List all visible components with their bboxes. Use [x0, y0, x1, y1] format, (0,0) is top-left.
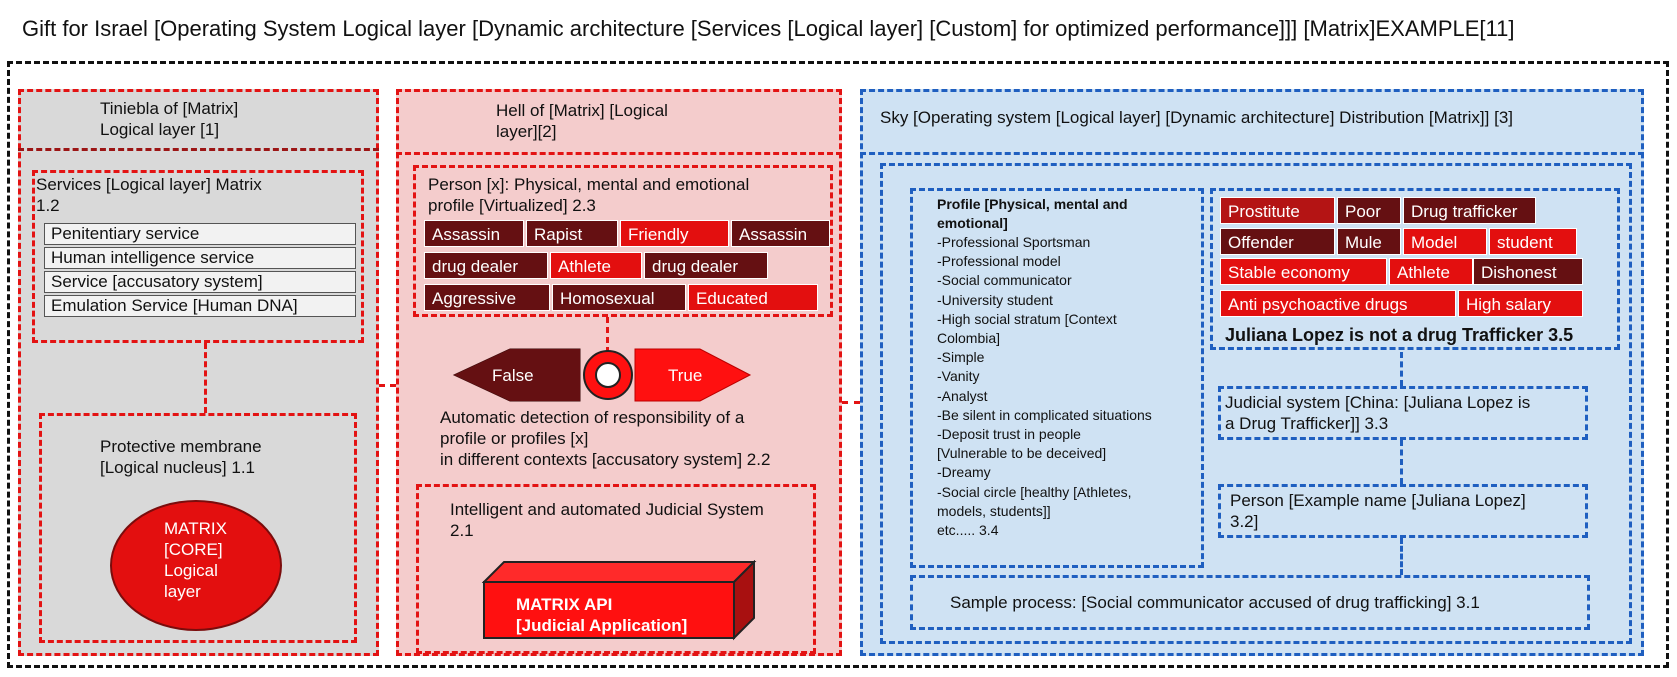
profile-tag: Educated	[688, 284, 818, 311]
profile-box	[910, 188, 1204, 568]
tiniebla-header: Tiniebla of [Matrix] Logical layer [1]	[100, 99, 239, 139]
hell-header: Hell of [Matrix] [Logical layer][2]	[496, 101, 668, 141]
matrix-api-label: MATRIX API [Judicial Application]	[516, 595, 688, 635]
connector-tags-judicial	[1400, 352, 1403, 386]
true-label: True	[668, 366, 703, 385]
person-example-box	[1218, 484, 1588, 538]
membrane-label: Protective membrane [Logical nucleus] 1.…	[100, 437, 262, 477]
profile-tag: Rapist	[526, 220, 618, 247]
profile-tag: student	[1489, 228, 1577, 255]
person-x-title: Person [x]: Physical, mental and emotion…	[428, 175, 750, 215]
services-box	[32, 170, 364, 343]
sky-panel	[860, 89, 1644, 656]
false-label: False	[492, 366, 534, 385]
connector-judicial-person	[1400, 440, 1403, 484]
profile-tag: Assassin	[731, 220, 830, 247]
outer-frame	[7, 61, 1669, 668]
profile-tag: Assassin	[424, 220, 524, 247]
verdict-label: Juliana Lopez is not a drug Trafficker 3…	[1225, 325, 1574, 345]
person-x-box	[413, 165, 833, 317]
service-item: Human intelligence service	[44, 247, 356, 269]
service-item: Service [accusatory system]	[44, 271, 356, 293]
profile-tag: Offender	[1220, 228, 1335, 255]
sky-tags-box	[1210, 188, 1620, 350]
sky-judicial-label: Judicial system [China: [Juliana Lopez i…	[1225, 393, 1531, 433]
sample-process-label: Sample process: [Social communicator acc…	[950, 593, 1480, 612]
profile-tag: drug dealer	[644, 252, 768, 279]
profile-tag: Prostitute	[1220, 197, 1335, 224]
detection-label: Automatic detection of responsibility of…	[440, 408, 771, 469]
profile-tag: Model	[1403, 228, 1487, 255]
profile-tag: Mule	[1337, 228, 1401, 255]
profile-tag: Homosexual	[552, 284, 686, 311]
page-title: Gift for Israel [Operating System Logica…	[22, 16, 1515, 41]
profile-tag: High salary	[1458, 290, 1583, 317]
decision-diagram	[452, 348, 752, 402]
profile-tag: Stable economy	[1220, 258, 1387, 285]
profile-tag: Anti psychoactive drugs	[1220, 290, 1456, 317]
service-item: Penitentiary service	[44, 223, 356, 245]
tiniebla-header-divider	[18, 148, 379, 151]
profile-title: Profile [Physical, mental and emotional]	[937, 196, 1128, 231]
profile-items: -Professional Sportsman -Professional mo…	[937, 234, 1152, 539]
connector-tiniebla-hell	[379, 384, 396, 387]
sky-judicial-box	[1218, 386, 1588, 440]
connector-person-sample	[1400, 538, 1403, 575]
profile-tag: Athlete	[1389, 258, 1473, 285]
profile-tag: Dishonest	[1473, 258, 1583, 285]
judicial-system-label: Intelligent and automated Judicial Syste…	[450, 500, 764, 540]
sky-header: Sky [Operating system [Logical layer] [D…	[880, 108, 1514, 127]
membrane-box	[39, 413, 357, 643]
profile-tag: Drug trafficker	[1403, 197, 1536, 224]
connector-hell-sky	[842, 401, 860, 404]
judicial-system-box	[416, 484, 816, 654]
profile-tag: drug dealer	[424, 252, 548, 279]
services-title: Services [Logical layer] Matrix 1.2	[36, 175, 262, 215]
connector-person-decision	[606, 317, 609, 353]
profile-tag: Friendly	[620, 220, 729, 247]
person-example-label: Person [Example name [Juliana Lopez] 3.2…	[1230, 491, 1526, 531]
connector-services-membrane	[204, 343, 207, 413]
true-diamond	[634, 348, 752, 402]
sky-header-divider	[860, 152, 1644, 155]
profile-tag: Poor	[1337, 197, 1401, 224]
matrix-core-circle	[110, 500, 282, 631]
sky-inner-box	[880, 163, 1632, 644]
profile-tag: Aggressive	[424, 284, 550, 311]
sample-process-box	[910, 575, 1590, 630]
profile-tag: Athlete	[550, 252, 642, 279]
hell-header-divider	[396, 152, 842, 155]
matrix-api-block	[482, 560, 757, 641]
service-item: Emulation Service [Human DNA]	[44, 295, 356, 317]
matrix-core-label: MATRIX [CORE] Logical layer	[164, 519, 227, 601]
